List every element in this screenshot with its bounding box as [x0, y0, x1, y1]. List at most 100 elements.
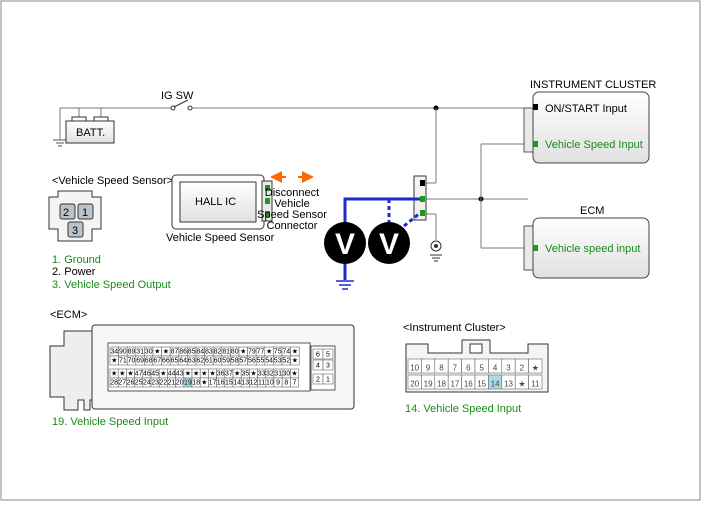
ic-connector-header: <Instrument Cluster> — [403, 322, 506, 334]
ecm-pin: 77 — [257, 349, 265, 356]
ecm-pin: 8 — [284, 380, 288, 387]
instrument-cluster-module — [523, 91, 650, 164]
ecm-pin: 84 — [196, 349, 204, 356]
ecm-pin: 13 — [241, 380, 249, 387]
pin-legend-output: 3. Vehicle Speed Output — [52, 279, 171, 291]
ecm-pin: 26 — [127, 380, 135, 387]
vss-pin-1: 1 — [82, 207, 88, 219]
voltmeter-left-symbol: V — [335, 228, 355, 261]
ecm-pin: ★ — [291, 370, 297, 378]
ecm-pin: 27 — [118, 380, 126, 387]
ecm-pin: 81 — [222, 349, 230, 356]
vss-header: <Vehicle Speed Sensor> — [52, 175, 173, 187]
ecm-pin: 36 — [217, 371, 225, 378]
ic-pin: 8 — [439, 364, 444, 373]
ecm-pin: 16 — [217, 380, 225, 387]
ecm-connector-body — [49, 324, 355, 411]
ecm-pin: 22 — [159, 380, 167, 387]
ic-pin: 14 — [491, 380, 500, 389]
ecm-pin: 46 — [143, 371, 151, 378]
disconnect-line-1: Disconnect — [265, 187, 319, 199]
ecm-pin: 21 — [168, 380, 176, 387]
ecm-pin: 71 — [119, 358, 127, 365]
ecm-pin: 34 — [110, 349, 118, 356]
ecm-pin: 63 — [188, 358, 196, 365]
ecm-pin: 64 — [179, 358, 187, 365]
signal-wiring — [426, 105, 528, 249]
ecm-pin: 19 — [184, 380, 192, 387]
ecm-pin: 37 — [225, 371, 233, 378]
ecm-pin: 31 — [274, 371, 282, 378]
ecm-pin: 57 — [239, 358, 247, 365]
ecm-pin: 15 — [225, 380, 233, 387]
vehicle-speed-input-ecm-label: Vehicle speed input — [545, 243, 640, 255]
ic-pin: 4 — [493, 364, 498, 373]
ecm-pin: 35 — [241, 371, 249, 378]
vss-pin-2: 2 — [63, 207, 69, 219]
ic-pin: 16 — [464, 380, 473, 389]
ic-pin: 17 — [450, 380, 459, 389]
ecm-pin: ★ — [160, 370, 166, 378]
ecm-pin: ★ — [292, 348, 298, 356]
ic-pin: 3 — [506, 364, 511, 373]
vehicle-speed-input-ic-label: Vehicle Speed Input — [545, 139, 643, 151]
ic-pin: 2 — [520, 364, 525, 373]
ecm-pin: 12 — [250, 380, 258, 387]
ecm-pin: ★ — [111, 357, 117, 365]
ground-symbol — [430, 240, 442, 262]
ecm-module — [523, 217, 650, 279]
ecm-pin: 67 — [153, 358, 161, 365]
ecm-pin: 56 — [248, 358, 256, 365]
ecm-pin: 62 — [196, 358, 204, 365]
probe-wiring — [336, 197, 421, 290]
ecm-pin: ★ — [292, 357, 298, 365]
ecm-pin: 52 — [282, 358, 290, 365]
ecm-pin: 14 — [233, 380, 241, 387]
ecm-pin: 86 — [179, 349, 187, 356]
ecm-pin: 66 — [162, 358, 170, 365]
voltmeter-left — [324, 222, 366, 264]
ecm-pin: ★ — [250, 370, 256, 378]
ecm-pin: ★ — [234, 370, 240, 378]
ecm-side-pin-cell — [322, 359, 334, 371]
ecm-title: ECM — [580, 205, 604, 217]
ecm-pin: 59 — [222, 358, 230, 365]
voltmeter-right — [368, 222, 410, 264]
battery-label: BATT. — [76, 127, 105, 139]
ecm-pin-cell — [290, 355, 300, 366]
disconnect-line-3: Speed Sensor — [257, 209, 327, 221]
ecm-pin: ★ — [185, 370, 191, 378]
ecm-side-pin: 3 — [326, 363, 330, 370]
ic-pin: 6 — [466, 364, 471, 373]
ecm-side-pin: 5 — [326, 352, 330, 359]
ecm-pin: 54 — [265, 358, 273, 365]
ic-pin: 20 — [410, 380, 419, 389]
ecm-side-pin-cell — [322, 373, 334, 385]
ecm-pin: ★ — [209, 370, 215, 378]
ic-pin: 5 — [479, 364, 484, 373]
ecm-pin: 69 — [136, 358, 144, 365]
ecm-pin: 31 — [136, 349, 144, 356]
ecm-pin: 60 — [214, 358, 222, 365]
ecm-pin: 70 — [128, 358, 136, 365]
ecm-pin: 9 — [276, 380, 280, 387]
ic-pin: 10 — [410, 364, 419, 373]
ic-pin: ★ — [532, 364, 539, 373]
ecm-pin: ★ — [154, 348, 160, 356]
battery — [65, 116, 115, 144]
ecm-pin: 90 — [119, 349, 127, 356]
ecm-pin: 79 — [248, 349, 256, 356]
ecm-pin: 10 — [266, 380, 274, 387]
ecm-pin: 28 — [110, 380, 118, 387]
ecm-pin: 25 — [135, 380, 143, 387]
ic-pin: 7 — [453, 364, 458, 373]
ig-switch-label: IG SW — [161, 90, 194, 102]
ecm-pin: 85 — [188, 349, 196, 356]
power-wiring — [53, 99, 528, 147]
ic-connector-note: 14. Vehicle Speed Input — [405, 403, 521, 415]
instrument-cluster-title: INSTRUMENT CLUSTER — [530, 79, 656, 91]
hall-ic-label: HALL IC — [195, 196, 236, 208]
disconnect-line-2: Vehicle — [274, 198, 309, 210]
